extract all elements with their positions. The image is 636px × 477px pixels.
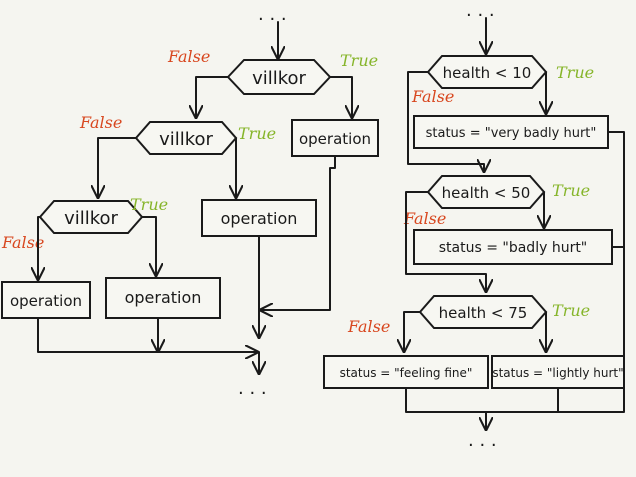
left-cond2-false-label: False [79,113,122,132]
right-stmt1-box [413,115,609,149]
right-cond1-false-arrow [407,71,484,170]
left-cond1-true-arrow [329,76,352,116]
right-stmt3-true-text: status = "lightly hurt" [492,366,623,380]
left-cond2-text: villkor [159,129,213,150]
left-op-right-top-out [262,155,336,310]
right-cond1-text: health < 10 [443,64,532,82]
right-cond2-false-label: False [403,209,446,228]
left-op-a-box [1,281,91,319]
left-op-b-text: operation [125,288,202,307]
right-cond2-text: health < 50 [442,184,531,202]
right-cond1-false-label: False [411,87,454,106]
right-bottom-dots: . . . [468,430,497,451]
left-cond3-true-arrow [141,216,156,274]
left-cond1-false-label: False [167,47,210,66]
left-cond1-text: villkor [252,68,306,89]
right-top-dots: . . . [466,0,495,21]
right-cond2-false-arrow [405,191,486,290]
left-cond2-true-label: True [238,124,276,143]
right-stmt3-false-text: status = "feeling fine" [340,366,473,380]
right-cond1-true-label: True [556,63,594,82]
left-op-right-top-box [291,119,379,157]
left-cond3-text: villkor [64,208,118,229]
left-op-mid-box [201,199,317,237]
right-stmt2-text: status = "badly hurt" [439,240,588,256]
left-cond2-false-arrow [98,137,137,196]
right-stmt3-true-box [491,355,625,389]
right-cond3-true-label: True [552,301,590,320]
right-stmt1-out [607,131,625,385]
left-op-right-top-text: operation [299,130,371,148]
left-top-dots: . . . [258,4,287,25]
left-op-b-box [105,277,221,319]
left-op-mid-text: operation [221,209,298,228]
left-cond3-true-label: True [130,195,168,214]
left-op-a-text: operation [10,292,82,310]
right-cond2-true-label: True [552,181,590,200]
right-stmt3-false-box [323,355,489,389]
left-cond3-false-label: False [1,233,44,252]
left-bottom-dots: . . . [238,378,267,399]
right-stmt2-box [413,229,613,265]
left-cond1-true-label: True [340,51,378,70]
right-stmt1-text: status = "very badly hurt" [426,126,597,141]
left-merge-a [37,317,256,352]
left-cond3-false-arrow [38,216,40,278]
right-cond3-false-label: False [347,317,390,336]
right-cond3-false-arrow [404,311,421,350]
right-merge-line [405,383,625,413]
left-cond1-false-arrow [196,76,229,116]
right-cond3-text: health < 75 [439,304,528,322]
